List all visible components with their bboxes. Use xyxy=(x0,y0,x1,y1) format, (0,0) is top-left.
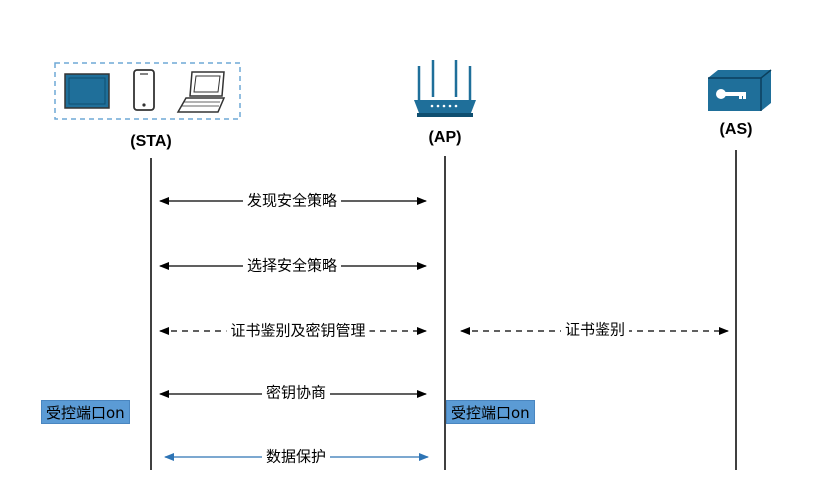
as-label: (AS) xyxy=(719,121,753,138)
message-key-negotiate: 密钥协商 xyxy=(261,381,331,403)
router-icon xyxy=(414,60,476,117)
phone-icon xyxy=(133,69,155,111)
message-select: 选择安全策略 xyxy=(242,254,342,276)
message-discover: 发现安全策略 xyxy=(242,189,342,211)
sta-port-badge: 受控端口on xyxy=(41,400,130,424)
message-cert-key: 证书鉴别及密钥管理 xyxy=(226,319,370,341)
sta-label: (STA) xyxy=(130,133,172,150)
message-cert: 证书鉴别 xyxy=(560,318,630,340)
sta-device-group xyxy=(54,62,241,120)
message-data-protect: 数据保护 xyxy=(261,445,331,467)
monitor-icon xyxy=(64,73,110,109)
ap-port-badge: 受控端口on xyxy=(446,400,535,424)
server-key-icon xyxy=(708,69,772,111)
laptop-icon xyxy=(176,71,226,113)
ap-label: (AP) xyxy=(428,129,462,146)
